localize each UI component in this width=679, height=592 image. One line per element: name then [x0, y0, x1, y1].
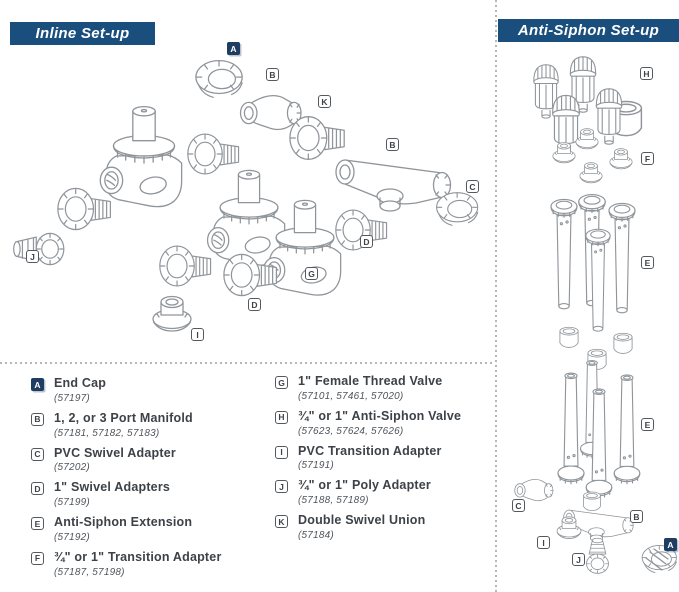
- legend-part-name: End Cap: [54, 376, 107, 390]
- inline-setup-illustration: [13, 60, 479, 332]
- anti-badge-e-1: E: [641, 256, 654, 269]
- inline-badge-d-1: D: [360, 235, 373, 248]
- part-swivel-adapter-low: [159, 245, 212, 287]
- legend-part-numbers: (57101, 57461, 57020): [298, 390, 404, 402]
- part-pvc-swivel-adapter: [435, 192, 479, 226]
- legend-item: G 1" Female Thread Valve (57101, 57461, …: [275, 374, 461, 402]
- legend-part-name: 1" Female Thread Valve: [298, 374, 443, 388]
- legend-part-numbers: (57199): [54, 497, 90, 508]
- anti-badge-b: B: [630, 510, 643, 523]
- legend-item-badge: G: [275, 376, 288, 389]
- part-transition-adapter-4: [579, 162, 603, 184]
- legend-part-numbers: (57191): [298, 460, 334, 472]
- part-extension-tube-3: [608, 202, 636, 314]
- legend-part-numbers: (57184): [298, 529, 334, 541]
- part-transition-adapter-1: [575, 128, 599, 150]
- anti-badge-a: A: [664, 538, 677, 551]
- legend-item: J ¾" or 1" Poly Adapter (57188, 57189): [275, 478, 461, 506]
- part-sleeve-1: [559, 326, 579, 348]
- inline-setup-header: Inline Set-up: [10, 22, 155, 45]
- legend-part-name: PVC Swivel Adapter: [54, 445, 176, 460]
- part-extension-tube-6: [557, 372, 585, 485]
- legend-item: B 1, 2, or 3 Port Manifold (57181, 57182…: [31, 410, 222, 439]
- part-swivel-adapter-left: [57, 187, 111, 231]
- inline-badge-i: I: [191, 328, 204, 341]
- legend-part-numbers: (57187, 57198): [54, 566, 125, 578]
- horizontal-dotted-divider: [0, 362, 492, 364]
- end-cap-shading: [645, 548, 669, 571]
- legend-item-badge: K: [275, 515, 288, 528]
- legend-item: E Anti-Siphon Extension (57192): [31, 515, 222, 543]
- legend-item-badge: A: [31, 378, 44, 391]
- legend-item: F ¾" or 1" Transition Adapter (57187, 57…: [31, 549, 222, 578]
- part-poly-adapter-bottom: [586, 537, 609, 574]
- inline-badge-b-1: B: [266, 68, 279, 81]
- anti-badge-c: C: [512, 499, 525, 512]
- legend-item-badge: B: [31, 412, 44, 426]
- legend-part-numbers: (57192): [54, 531, 90, 543]
- inline-badge-c: C: [466, 180, 479, 193]
- legend-part-numbers: (57623, 57624, 57626): [298, 425, 404, 437]
- legend-item: H ¾" or 1" Anti-Siphon Valve (57623, 576…: [275, 408, 462, 437]
- legend-part-name: 1, 2, or 3 Port Manifold: [54, 410, 193, 425]
- part-pvc-swivel-adapter-bottom: [514, 478, 554, 502]
- part-double-swivel-union: [289, 116, 345, 160]
- legend-part-numbers: (57188, 57189): [298, 495, 369, 506]
- part-extension-tube-2: [550, 198, 578, 310]
- anti-badge-f: F: [641, 152, 654, 165]
- inline-badge-k: K: [318, 95, 331, 108]
- anti-siphon-setup-header: Anti-Siphon Set-up: [498, 19, 679, 42]
- inline-badge-d-2: D: [248, 298, 261, 311]
- part-swivel-adapter-mid: [187, 133, 240, 175]
- part-end-cap: [195, 60, 243, 98]
- anti-badge-h: H: [640, 67, 653, 80]
- part-manifold-port: [583, 491, 601, 512]
- legend-part-numbers: (57202): [54, 462, 90, 474]
- part-anti-siphon-valve-3: [595, 88, 623, 145]
- legend-part-name: ¾" or 1" Anti-Siphon Valve: [298, 408, 462, 423]
- part-sleeve-2: [613, 332, 633, 354]
- part-inline-valve-1: [99, 105, 183, 208]
- legend-part-name: Double Swivel Union: [298, 513, 426, 527]
- legend-item: C PVC Swivel Adapter (57202): [31, 445, 222, 474]
- legend-item-badge: C: [31, 447, 44, 461]
- legend-item-badge: E: [31, 517, 44, 530]
- legend-part-name: PVC Transition Adapter: [298, 443, 442, 458]
- anti-badge-i: I: [537, 536, 550, 549]
- anti-badge-j: J: [572, 553, 585, 566]
- legend-item: A End Cap (57197): [31, 376, 222, 404]
- part-extension-tube-7: [613, 374, 641, 485]
- legend-part-numbers: (57197): [54, 392, 90, 404]
- part-port-manifold: [335, 159, 452, 212]
- part-transition-adapter-3: [609, 148, 633, 170]
- legend-item: D 1" Swivel Adapters (57199): [31, 480, 222, 508]
- legend-part-name: ¾" or 1" Poly Adapter: [298, 478, 431, 493]
- legend-item-badge: I: [275, 445, 288, 459]
- legend-column-1: A End Cap (57197) B 1, 2, or 3 Port Mani…: [31, 376, 222, 578]
- legend-item-badge: J: [275, 480, 288, 494]
- legend-part-name: ¾" or 1" Transition Adapter: [54, 549, 222, 564]
- part-transition-adapter-2: [552, 142, 576, 164]
- anti-badge-e-2: E: [641, 418, 654, 431]
- legend-item: I PVC Transition Adapter (57191): [275, 443, 461, 472]
- legend-item-badge: H: [275, 410, 288, 424]
- inline-badge-j: J: [26, 250, 39, 263]
- legend-part-name: 1" Swivel Adapters: [54, 480, 171, 495]
- anti-siphon-setup-illustration: [514, 56, 677, 574]
- vertical-dotted-divider: [495, 0, 497, 592]
- legend-part-numbers: (57181, 57182, 57183): [54, 427, 160, 439]
- inline-badge-b-2: B: [386, 138, 399, 151]
- legend-item-badge: D: [31, 482, 44, 496]
- legend-item-badge: F: [31, 551, 44, 565]
- inline-badge-g: G: [305, 267, 318, 280]
- inline-badge-a: A: [227, 42, 240, 55]
- part-pvc-transition-adapter: [152, 295, 192, 332]
- part-port-manifold-elbow: [239, 94, 302, 131]
- legend-column-2: G 1" Female Thread Valve (57101, 57461, …: [275, 374, 462, 541]
- legend-part-name: Anti-Siphon Extension: [54, 515, 193, 529]
- legend-item: K Double Swivel Union (57184): [275, 513, 461, 541]
